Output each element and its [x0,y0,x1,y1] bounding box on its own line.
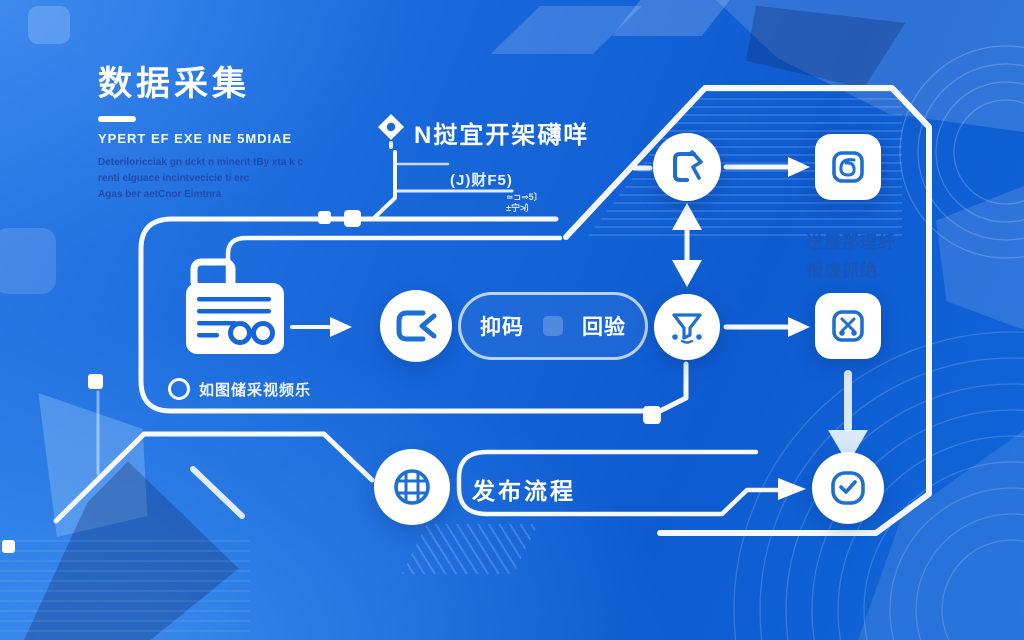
ring-icon [168,378,190,400]
side-caption-line: 报虚抓绝 [806,261,878,281]
process-pill: 抑码 回验 [458,292,648,360]
publish-label: 发布流程 [472,478,576,504]
pill-label-right: 回验 [582,316,626,339]
gallery-frame-node [815,134,881,200]
record-chevron-icon [396,310,437,342]
deco-short-diagonal [190,466,245,519]
paragraph-line: Agas ber aetCnor Eimtnra [98,189,222,200]
arcs-topright [899,45,1024,259]
inner-connector-line [225,235,563,305]
publish-arrow-head [778,478,806,500]
top-label-tag: (J)财F5) [450,172,513,189]
circuit-node [2,540,15,553]
location-pin-diamond-icon [378,114,404,149]
right-group-outline [563,85,932,536]
arrow-funnel-to-clip-head [788,317,810,337]
globe-grid-icon [394,469,430,505]
arrow-source-to-ck-head [330,317,352,337]
note-line: ±宁≯〕 [506,202,535,213]
top-flow-label: N挝宜开架礴咩 [376,112,589,152]
header-subtitle: YPERT EF EXE INE 5MDIAE [98,131,293,146]
filter-funnel-icon [672,313,702,344]
title-underline [98,116,136,122]
document-bolt-icon [673,150,703,182]
gallery-frame-icon [832,151,864,183]
branch-side-caption: 送展那理纤 报虚抓绝 [806,229,898,285]
double-arrow-down-head [672,260,702,287]
publish-flow-line [456,449,781,517]
ck-process-node [380,290,452,362]
source-caption-text: 如图储采视频乐 [199,381,312,399]
paragraph-line: Deteriloricciak gn dckt n minerit tBy xt… [98,157,304,168]
document-card-icon [186,258,284,354]
paragraph-line: renti elguace incintvecicie ti erc [98,173,250,184]
pill-label-left: 抑码 [480,316,524,339]
label-connector-line [373,150,397,219]
header-paragraph: Deteriloricciak gn dckt n minerit tBy xt… [98,155,398,203]
bottomleft-diagonal-line [53,431,375,524]
circuit-node [643,406,661,424]
note-line: ≃⊐⇒5〕 [506,192,543,202]
clip-scissors-node [815,293,881,359]
double-arrow-up-head [672,203,702,230]
circuit-node [344,210,361,227]
source-group-outline [138,216,689,414]
circuit-node [318,211,331,224]
top-flow-label-text: N挝宜开架礴咩 [414,121,590,149]
source-caption: 如图储采视频乐 [168,378,311,400]
arrow-clip-to-check [828,370,868,464]
page-title: 数据采集 [98,65,250,103]
side-caption-line: 送展那理纤 [806,233,896,252]
document-bolt-node [653,133,721,201]
pill-ghost-square [543,316,563,336]
publish-node [374,449,450,525]
arrow-doc-to-gallery-head [788,157,810,177]
clip-scissors-box-icon [832,310,864,342]
header-block: 数据采集 YPERT EF EXE INE 5MDIAE Deteriloric… [98,56,398,203]
fingerprint-arcs-bottomright [733,331,1024,640]
top-label-note: ≃⊐⇒5〕 ±宁≯〕 [506,192,543,214]
filter-funnel-node [654,294,720,360]
badge-check-node [812,452,884,524]
badge-check-icon [831,471,865,505]
circuit-node [88,374,103,389]
